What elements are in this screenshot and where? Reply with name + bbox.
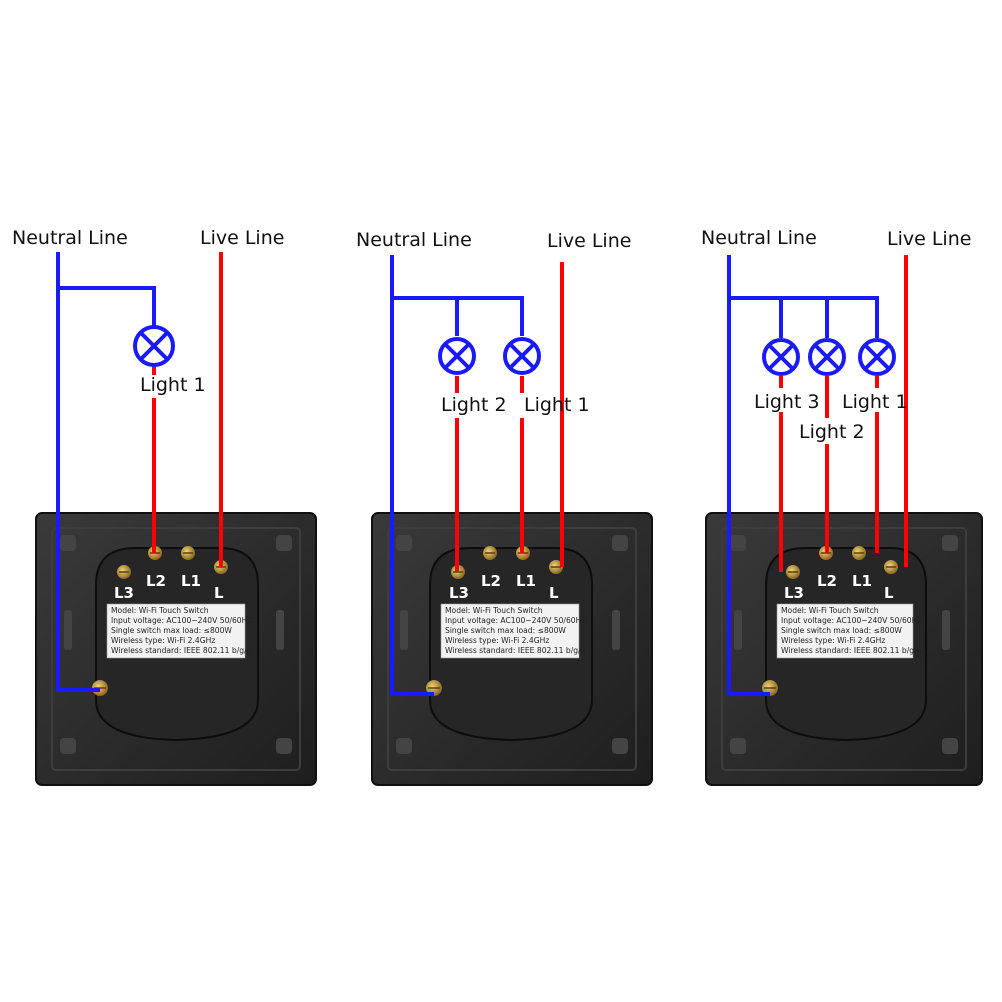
neutral-wire: [390, 255, 434, 696]
screw-terminal-icon: [549, 560, 563, 574]
wires: [390, 255, 564, 696]
terminals: L3 L2 L1 L: [92, 546, 228, 696]
neutral-wire: [56, 252, 100, 692]
lamp-icon: [438, 337, 476, 375]
diagram-2: Model: Wi-Fi Touch Switch Input voltage:…: [356, 229, 653, 786]
diagram-1: Model: Wi-Fi Touch Switch Input voltage:…: [12, 227, 317, 786]
spec-label: Model: Wi-Fi Touch Switch Input voltage:…: [776, 603, 923, 659]
light-1-label: Light 1: [524, 394, 590, 416]
spec-line: Wireless standard: IEEE 802.11 b/g/n: [111, 646, 252, 655]
screw-terminal-icon: [786, 565, 800, 579]
spec-line: Wireless type: Wi-Fi 2.4GHz: [781, 636, 885, 645]
neutral-line-label: Neutral Line: [701, 227, 817, 249]
terminal-label-l1: L1: [181, 572, 201, 590]
light-1-label: Light 1: [842, 391, 908, 413]
neutral-wire: [727, 255, 770, 696]
spec-line: Model: Wi-Fi Touch Switch: [111, 606, 209, 615]
spec-line: Single switch max load: ≤800W: [111, 626, 232, 635]
wires: [727, 255, 908, 696]
spec-line: Model: Wi-Fi Touch Switch: [781, 606, 879, 615]
spec-line: Input voltage: AC100~240V 50/60HZ: [445, 616, 587, 625]
terminal-label-l: L: [214, 584, 224, 602]
neutral-wire: [58, 286, 156, 326]
lamp-icon: [133, 325, 175, 367]
terminal-label-l2: L2: [817, 572, 837, 590]
light-1-label: Light 1: [140, 374, 206, 396]
screw-terminal-icon: [483, 546, 497, 560]
neutral-wire: [392, 296, 524, 336]
spec-line: Wireless standard: IEEE 802.11 b/g/n: [781, 646, 922, 655]
terminal-label-l3: L3: [449, 584, 469, 602]
terminal-label-l: L: [884, 584, 894, 602]
screw-terminal-icon: [852, 546, 866, 560]
neutral-wire: [729, 296, 879, 338]
light-3-label: Light 3: [754, 391, 820, 413]
spec-line: Single switch max load: ≤800W: [781, 626, 902, 635]
lamp-icon: [808, 338, 846, 376]
terminal-label-l1: L1: [516, 572, 536, 590]
lamp-icon: [858, 338, 896, 376]
neutral-line-label: Neutral Line: [356, 229, 472, 251]
terminal-label-l3: L3: [784, 584, 804, 602]
wires: [56, 252, 223, 692]
spec-line: Wireless standard: IEEE 802.11 b/g/n: [445, 646, 586, 655]
spec-label: Model: Wi-Fi Touch Switch Input voltage:…: [106, 603, 253, 659]
screw-terminal-icon: [181, 546, 195, 560]
light-2-label: Light 2: [441, 394, 507, 416]
terminal-label-l2: L2: [481, 572, 501, 590]
live-line-label: Live Line: [200, 227, 284, 249]
live-line-label: Live Line: [547, 230, 631, 252]
screw-terminal-icon: [884, 560, 898, 574]
spec-line: Input voltage: AC100~240V 50/60HZ: [781, 616, 923, 625]
screw-terminal-icon: [117, 565, 131, 579]
terminal-label-l3: L3: [114, 584, 134, 602]
diagram-3: Model: Wi-Fi Touch Switch Input voltage:…: [701, 227, 983, 786]
terminal-label-l1: L1: [852, 572, 872, 590]
spec-line: Model: Wi-Fi Touch Switch: [445, 606, 543, 615]
lamp-icon: [503, 337, 541, 375]
spec-line: Input voltage: AC100~240V 50/60HZ: [111, 616, 253, 625]
live-line-label: Live Line: [887, 228, 971, 250]
light-2-label: Light 2: [799, 421, 865, 443]
terminal-label-l: L: [549, 584, 559, 602]
spec-label: Model: Wi-Fi Touch Switch Input voltage:…: [440, 603, 587, 659]
spec-line: Single switch max load: ≤800W: [445, 626, 566, 635]
lamp-icon: [762, 338, 800, 376]
spec-line: Wireless type: Wi-Fi 2.4GHz: [111, 636, 215, 645]
terminals: L3 L2 L1 L: [762, 546, 898, 696]
spec-line: Wireless type: Wi-Fi 2.4GHz: [445, 636, 549, 645]
terminal-label-l2: L2: [146, 572, 166, 590]
neutral-line-label: Neutral Line: [12, 227, 128, 249]
